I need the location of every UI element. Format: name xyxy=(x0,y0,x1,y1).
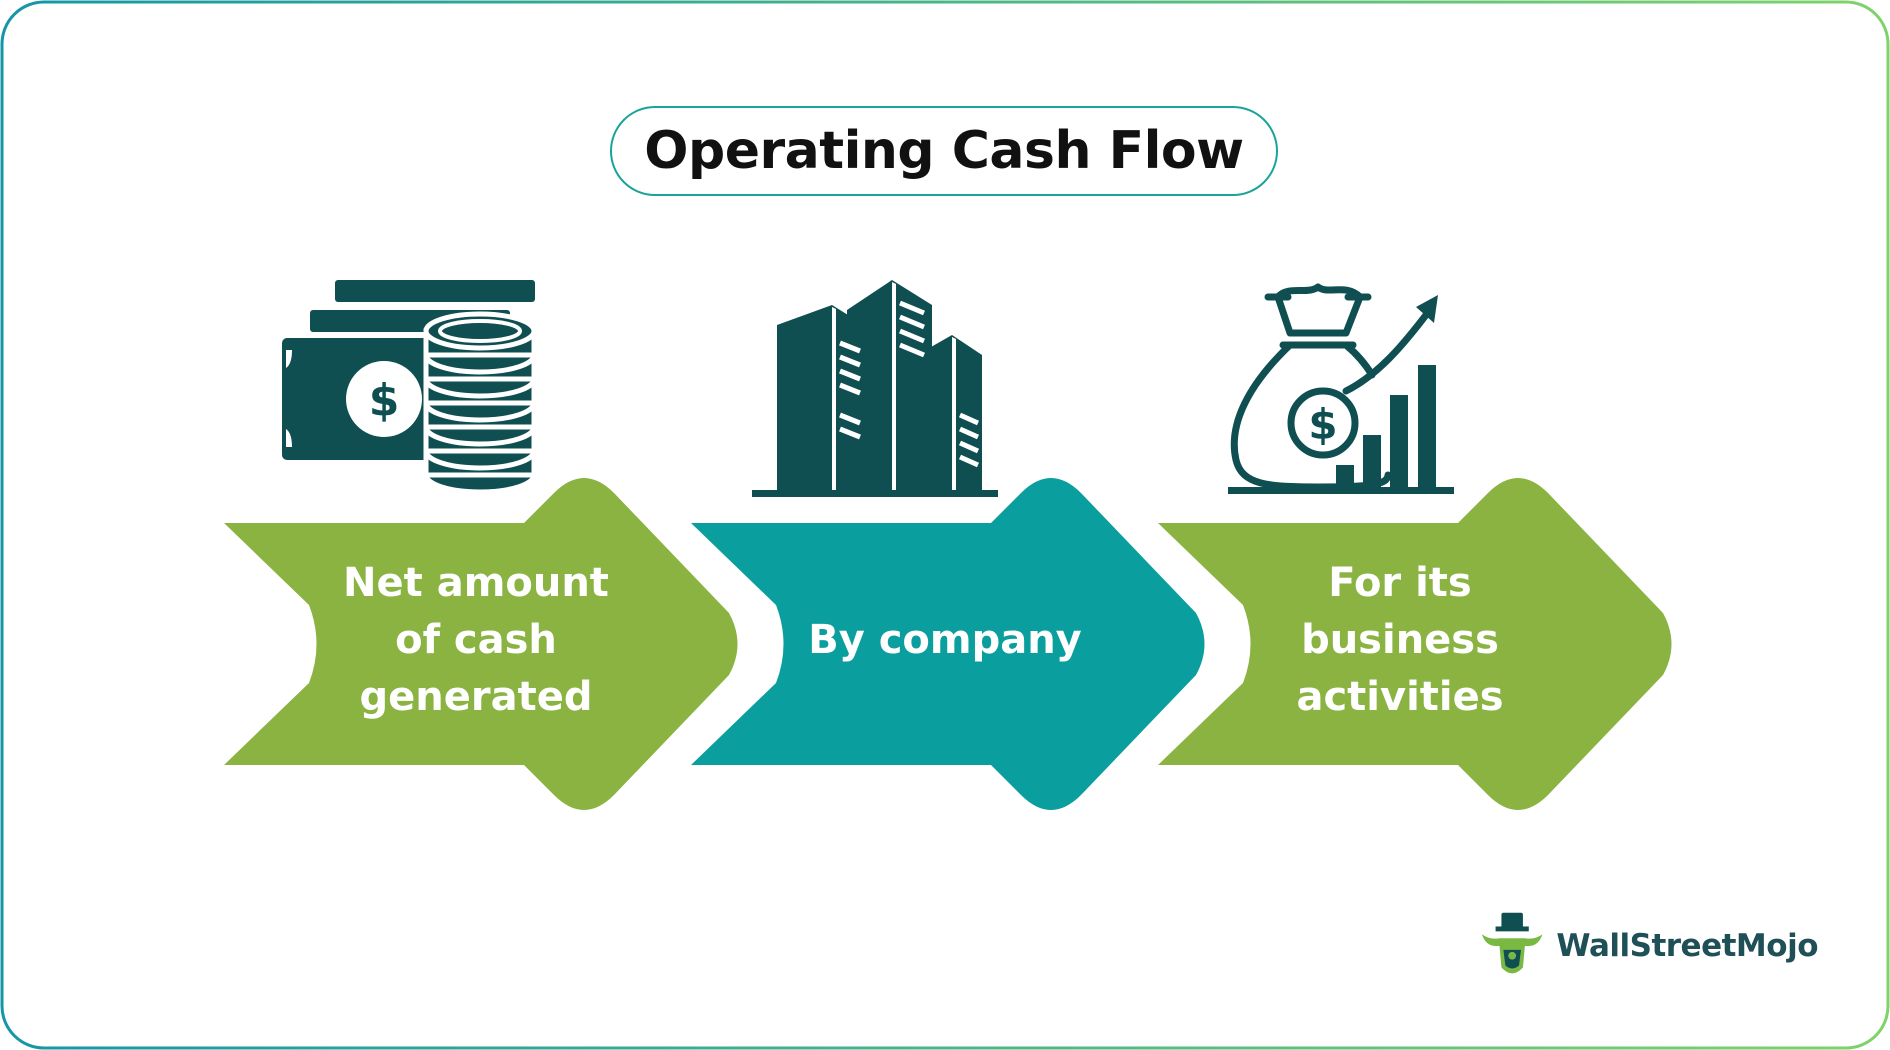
cash-and-coins-icon: $ xyxy=(282,280,537,495)
brand-name: WallStreetMojo xyxy=(1556,928,1818,964)
office-buildings-icon xyxy=(752,280,998,497)
svg-text:$: $ xyxy=(1308,400,1337,449)
money-bag-growth-chart-icon: $ xyxy=(1228,283,1454,494)
brand-logo: WallStreetMojo xyxy=(1478,910,1818,982)
step-arrow-2 xyxy=(691,478,1205,810)
title-badge: Operating Cash Flow xyxy=(610,106,1278,196)
step-arrow-3 xyxy=(1158,478,1672,810)
bull-mascot-icon xyxy=(1481,912,1543,974)
step-label-2: By company xyxy=(808,617,1082,663)
step-label-3: For its business activities xyxy=(1296,560,1504,720)
page-title: Operating Cash Flow xyxy=(644,121,1244,181)
step-label-1: Net amount of cash generated xyxy=(343,560,609,720)
svg-text:$: $ xyxy=(369,375,400,426)
step-arrow-1 xyxy=(224,478,738,810)
